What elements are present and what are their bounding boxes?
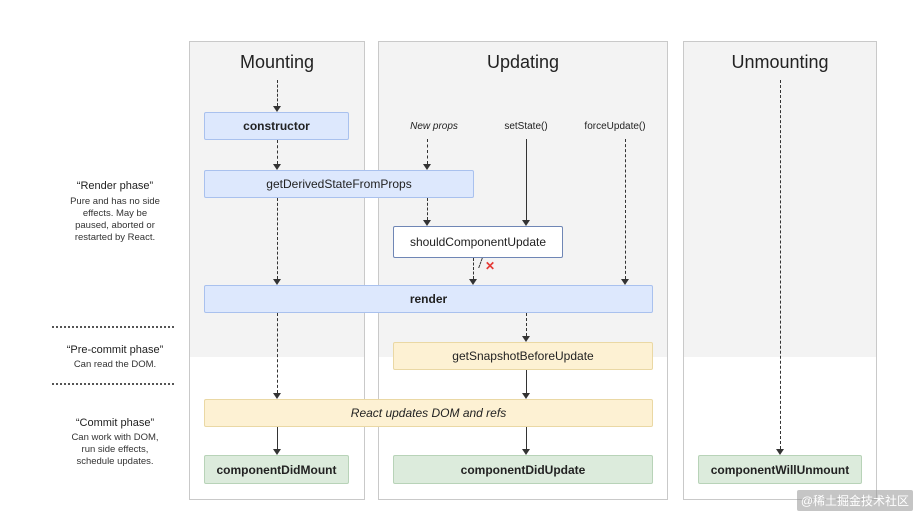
arrow-head-icon: [469, 279, 477, 285]
arrow-head-icon: [273, 393, 281, 399]
arrow-head-icon: [273, 106, 281, 112]
arrow-head-icon: [273, 164, 281, 170]
connector-line: [625, 139, 626, 279]
component-will-unmount-box: componentWillUnmount: [698, 455, 862, 484]
arrow-head-icon: [522, 393, 530, 399]
watermark: @稀土掘金技术社区: [796, 490, 913, 511]
render-phase-desc-line: Pure and has no side: [70, 196, 160, 207]
commit-phase-desc-line: schedule updates.: [76, 456, 154, 467]
precommit-phase-title: “Pre-commit phase”: [66, 344, 164, 356]
render-phase-description: Pure and has no side effects. May be pau…: [40, 196, 190, 244]
arrow-head-icon: [423, 220, 431, 226]
unmounting-title: Unmounting: [731, 52, 829, 72]
updating-title: Updating: [486, 52, 560, 72]
arrow-head-icon: [273, 449, 281, 455]
render-phase-title: “Render phase”: [76, 180, 154, 192]
connector-line: [277, 427, 278, 449]
force-update-label: forceUpdate(): [584, 121, 646, 132]
precommit-phase-desc-line: Can read the DOM.: [73, 359, 157, 370]
component-did-update-box: componentDidUpdate: [393, 455, 653, 484]
connector-line: [277, 198, 278, 279]
react-updates-dom-box: React updates DOM and refs: [204, 399, 653, 427]
arrow-head-icon: [621, 279, 629, 285]
connector-line: [526, 427, 527, 449]
connector-line: [277, 313, 278, 393]
connector-line: [526, 370, 527, 393]
should-component-update-box: shouldComponentUpdate: [393, 226, 563, 258]
connector-line: [526, 313, 527, 336]
connector-line: [277, 140, 278, 164]
connector-line: [427, 198, 428, 220]
get-snapshot-before-update-box: getSnapshotBeforeUpdate: [393, 342, 653, 370]
connector-line: [277, 80, 278, 106]
constructor-box: constructor: [204, 112, 349, 140]
commit-phase-desc-line: Can work with DOM,: [71, 432, 159, 443]
get-derived-state-from-props-box: getDerivedStateFromProps: [204, 170, 474, 198]
arrow-head-icon: [522, 336, 530, 342]
arrow-head-icon: [423, 164, 431, 170]
connector-line: [427, 139, 428, 164]
render-phase-desc-line: effects. May be: [82, 208, 148, 219]
connector-line: [526, 139, 527, 220]
arrow-head-icon: [273, 279, 281, 285]
arrow-head-icon: [776, 449, 784, 455]
precommit-commit-separator: [52, 383, 174, 385]
precommit-phase-description: Can read the DOM.: [40, 359, 190, 371]
component-did-mount-box: componentDidMount: [204, 455, 349, 484]
commit-phase-desc-line: run side effects,: [81, 444, 149, 455]
render-precommit-separator: [52, 326, 174, 328]
connector-line: [473, 258, 474, 279]
render-phase-desc-line: paused, aborted or: [75, 220, 155, 231]
commit-phase-description: Can work with DOM, run side effects, sch…: [40, 432, 190, 468]
render-phase-desc-line: restarted by React.: [74, 232, 156, 243]
arrow-head-icon: [522, 220, 530, 226]
render-box: render: [204, 285, 653, 313]
new-props-label: New props: [410, 121, 458, 132]
set-state-label: setState(): [504, 121, 548, 132]
cancel-icon: ✕: [485, 259, 496, 273]
connector-line: [780, 80, 781, 449]
commit-phase-title: “Commit phase”: [75, 417, 155, 429]
mounting-title: Mounting: [239, 52, 315, 72]
arrow-head-icon: [522, 449, 530, 455]
